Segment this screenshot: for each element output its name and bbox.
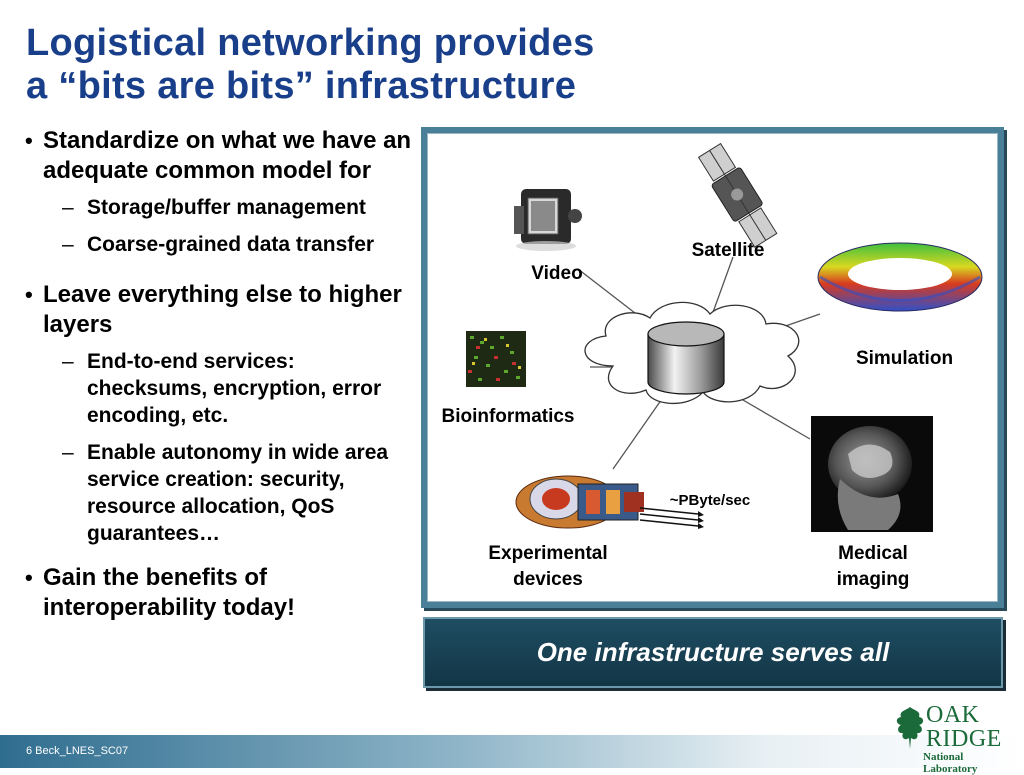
storage-depot-icon — [647, 321, 725, 395]
slide-title: Logistical networking provides a “bits a… — [26, 22, 595, 108]
simulation-torus-icon — [817, 242, 983, 312]
bullet-list: Standardize on what we have an adequate … — [24, 126, 416, 631]
oak-leaf-icon — [896, 707, 924, 749]
diagram-panel: Video Satellite Simulation Bioinformatic… — [427, 133, 998, 602]
mri-scan-image — [811, 416, 933, 532]
diagram-frame: Video Satellite Simulation Bioinformatic… — [421, 127, 1004, 608]
sub-bullet-item: Coarse-grained data transfer — [24, 231, 416, 258]
bullet-item: Standardize on what we have an adequate … — [24, 126, 416, 186]
bioinformatics-label: Bioinformatics — [441, 406, 575, 427]
footer-bar — [0, 735, 1024, 768]
network-diagram — [466, 142, 983, 532]
bullet-item: Gain the benefits of interoperability to… — [24, 563, 416, 623]
medical-imaging-label: Medical imaging — [818, 541, 928, 593]
sub-bullet-item: Storage/buffer management — [24, 194, 416, 221]
satellite-label: Satellite — [691, 240, 765, 261]
medical-label-line1: Medical — [838, 543, 908, 564]
video-label: Video — [531, 263, 583, 284]
bullet-item: Leave everything else to higher layers — [24, 280, 416, 340]
medical-label-line2: imaging — [836, 569, 910, 590]
experimental-label-line1: Experimental — [488, 543, 608, 564]
sub-bullet-item: End-to-end services: checksums, encrypti… — [24, 348, 416, 429]
data-rate-label: ~PByte/sec — [669, 492, 751, 509]
title-line-1: Logistical networking provides — [26, 22, 595, 64]
logo-wordmark: OAK RIDGE — [926, 703, 1002, 751]
title-line-2: a “bits are bits” infrastructure — [26, 65, 577, 107]
simulation-label: Simulation — [855, 348, 954, 369]
microarray-image — [466, 331, 526, 387]
experimental-devices-label: Experimental devices — [478, 541, 618, 593]
oak-ridge-logo: OAK RIDGE National Laboratory — [893, 701, 1003, 775]
video-camera-icon — [514, 189, 582, 251]
callout-banner: One infrastructure serves all — [423, 617, 1003, 688]
satellite-icon — [697, 142, 778, 248]
experimental-label-line2: devices — [513, 569, 583, 590]
logo-line-2: RIDGE — [926, 726, 1002, 752]
sub-bullet-item: Enable autonomy in wide area service cre… — [24, 439, 416, 547]
slide-number-label: 6 Beck_LNES_SC07 — [26, 745, 129, 757]
logo-line-1: OAK — [926, 702, 980, 728]
logo-subtitle: National Laboratory — [923, 751, 978, 775]
banner-text: One infrastructure serves all — [536, 637, 890, 667]
particle-detector-icon — [515, 475, 704, 529]
